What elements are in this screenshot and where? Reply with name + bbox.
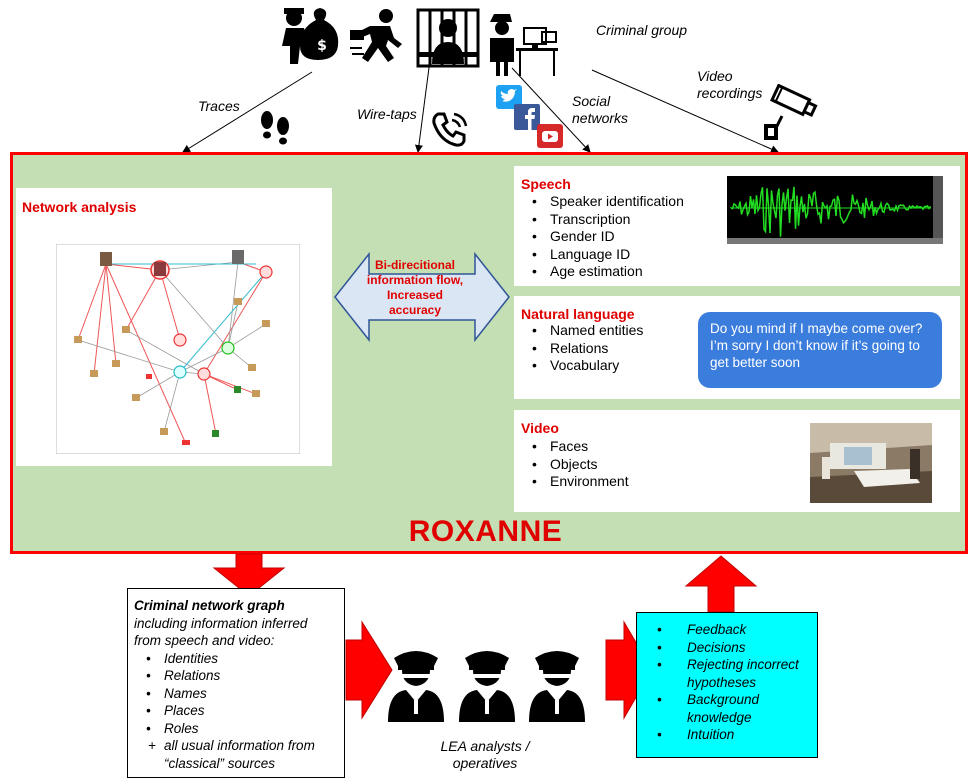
- bidirectional-line4: accuracy: [388, 303, 442, 317]
- bidirectional-arrow: [334, 252, 510, 342]
- video-item: Faces: [520, 438, 690, 456]
- natural-language-list: Named entities Relations Vocabulary: [520, 322, 690, 375]
- phone-call-icon: [430, 110, 470, 148]
- social-networks-label: Social networks: [572, 93, 628, 127]
- down-arrow: [212, 553, 286, 597]
- twitter-icon: [496, 85, 522, 109]
- facebook-icon: [514, 104, 540, 130]
- feedback-box: Feedback Decisions Rejecting incorrect h…: [636, 612, 818, 758]
- speech-title: Speech: [521, 176, 571, 192]
- graph-box-plus-item: all usual information from “classical” s…: [134, 737, 338, 772]
- social-networks-line1: Social: [572, 93, 611, 109]
- video-recordings-label: Video recordings: [697, 68, 762, 102]
- graph-box-item: Places: [134, 702, 338, 720]
- youtube-icon: [537, 124, 563, 148]
- video-item: Environment: [520, 473, 690, 491]
- feedback-item: Decisions: [641, 639, 813, 657]
- natural-language-title: Natural language: [521, 306, 635, 322]
- bidirectional-line1: Bi-direcitional: [374, 258, 455, 272]
- feedback-item: Intuition: [641, 726, 813, 744]
- cctv-camera-icon: [760, 84, 820, 144]
- bidirectional-line2: information flow,: [366, 273, 464, 287]
- source-arrows: [182, 59, 779, 153]
- video-panel: Video Faces Objects Environment: [514, 410, 960, 512]
- speech-item: Age estimation: [520, 263, 750, 281]
- feedback-item: Rejecting incorrect hypotheses: [641, 656, 813, 691]
- video-item: Objects: [520, 456, 690, 474]
- analysts-line2: operatives: [452, 755, 518, 771]
- speech-item: Language ID: [520, 246, 750, 264]
- graph-box-subtitle: including information inferred from spee…: [134, 615, 308, 649]
- graph-box-item: Relations: [134, 667, 338, 685]
- criminal-network-graph-box: Criminal network graph including informa…: [127, 588, 345, 778]
- natural-language-item: Relations: [520, 340, 690, 358]
- analysts-line1: LEA analysts /: [440, 738, 530, 754]
- svg-text:$: $: [317, 38, 327, 54]
- video-recordings-line2: recordings: [697, 85, 763, 101]
- network-graph-image: [56, 244, 300, 454]
- up-arrow: [684, 555, 758, 613]
- prisoner-behind-bars-icon: [416, 8, 480, 68]
- running-thief-icon: [350, 8, 410, 64]
- police-officer-icon: [459, 646, 515, 722]
- speech-list: Speaker identification Transcription Gen…: [520, 193, 750, 281]
- graph-box-title: Criminal network graph: [134, 598, 285, 613]
- wire-taps-label: Wire-taps: [357, 106, 417, 122]
- social-networks-line2: networks: [572, 110, 629, 126]
- feedback-item: Background knowledge: [641, 691, 813, 726]
- video-title: Video: [521, 420, 559, 436]
- speech-item: Gender ID: [520, 228, 750, 246]
- police-officer-icon: [388, 646, 444, 722]
- right-arrow-to-analysts: [345, 620, 393, 720]
- network-analysis-panel: Network analysis: [16, 188, 332, 466]
- video-recordings-line1: Video: [697, 68, 733, 84]
- room-photo-image: [810, 423, 932, 503]
- traces-label: Traces: [198, 98, 240, 114]
- chat-bubble: Do you mind if I maybe come over? I’m so…: [698, 312, 942, 388]
- natural-language-item: Vocabulary: [520, 357, 690, 375]
- footprints-icon: [258, 110, 292, 148]
- bidirectional-line3: Increased: [386, 288, 444, 302]
- video-recordings-arrow: [591, 69, 779, 153]
- graph-box-list: Identities Relations Names Places Roles …: [134, 650, 338, 773]
- police-officer-icon: [529, 646, 585, 722]
- traces-arrow: [182, 71, 313, 153]
- speech-item: Transcription: [520, 211, 750, 229]
- wire-taps-arrow: [414, 59, 431, 153]
- network-analysis-title: Network analysis: [22, 199, 137, 215]
- hacker-at-computer-icon: [486, 10, 558, 76]
- thief-with-money-bag-icon: $: [278, 6, 344, 66]
- natural-language-item: Named entities: [520, 322, 690, 340]
- roxanne-title: ROXANNE: [408, 515, 563, 548]
- bottom-arrows: [212, 553, 758, 720]
- graph-box-item: Identities: [134, 650, 338, 668]
- graph-box-item: Roles: [134, 720, 338, 738]
- analysts-label: LEA analysts / operatives: [412, 738, 558, 772]
- speech-item: Speaker identification: [520, 193, 750, 211]
- criminal-group-label: Criminal group: [596, 22, 688, 38]
- graph-box-item: Names: [134, 685, 338, 703]
- waveform-image: [727, 176, 943, 244]
- feedback-list: Feedback Decisions Rejecting incorrect h…: [641, 621, 813, 744]
- feedback-item: Feedback: [641, 621, 813, 639]
- video-list: Faces Objects Environment: [520, 438, 690, 491]
- bidirectional-text: Bi-direcitional information flow, Increa…: [350, 258, 480, 318]
- speech-panel: Speech Speaker identification Transcript…: [514, 166, 960, 286]
- social-networks-arrow: [511, 67, 591, 153]
